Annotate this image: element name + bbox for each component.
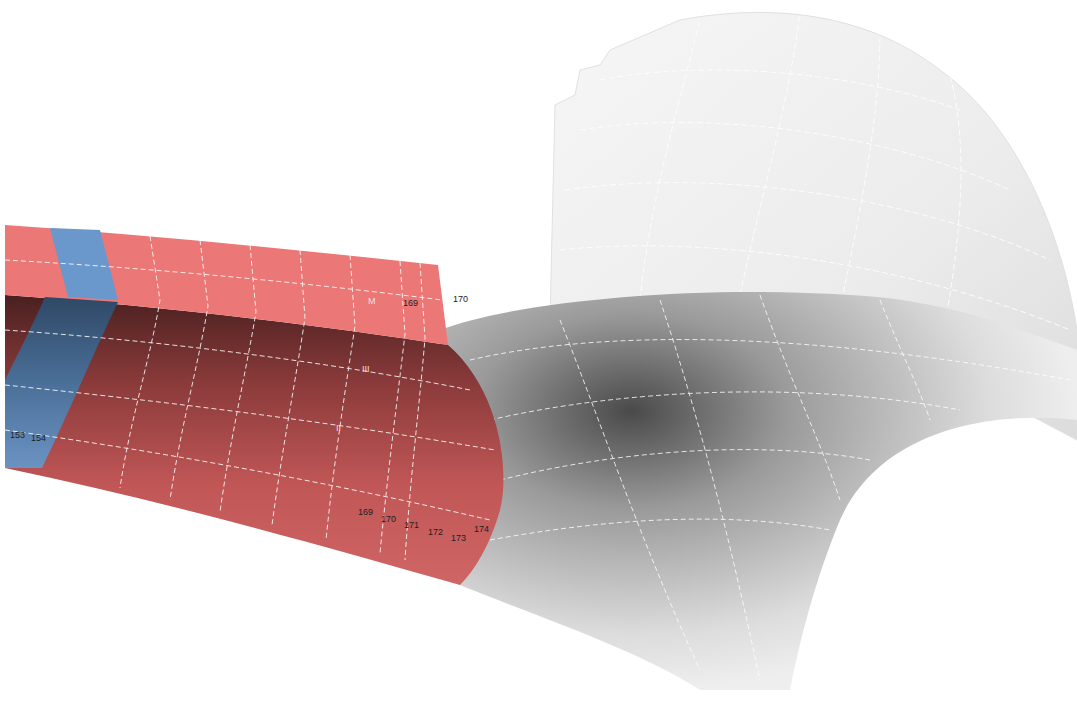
callout-number: II	[336, 423, 341, 433]
blue-band-lower	[5, 297, 118, 468]
callout-number: 154	[31, 433, 46, 443]
callout-number: 173	[451, 533, 466, 543]
callout-number: 174	[474, 524, 489, 534]
saddle-surface	[440, 292, 1077, 690]
callout-number: 169	[403, 298, 418, 308]
callout-number: 153	[10, 430, 25, 440]
callout-number: 169	[358, 507, 373, 517]
callout-number: III	[362, 364, 370, 374]
callout-number: 171	[404, 520, 419, 530]
callout-number: 172	[428, 527, 443, 537]
blue-band-upper	[50, 228, 118, 300]
callout-number: 170	[453, 294, 468, 304]
callout-number: 170	[381, 514, 396, 524]
callout-number: M	[368, 296, 376, 306]
